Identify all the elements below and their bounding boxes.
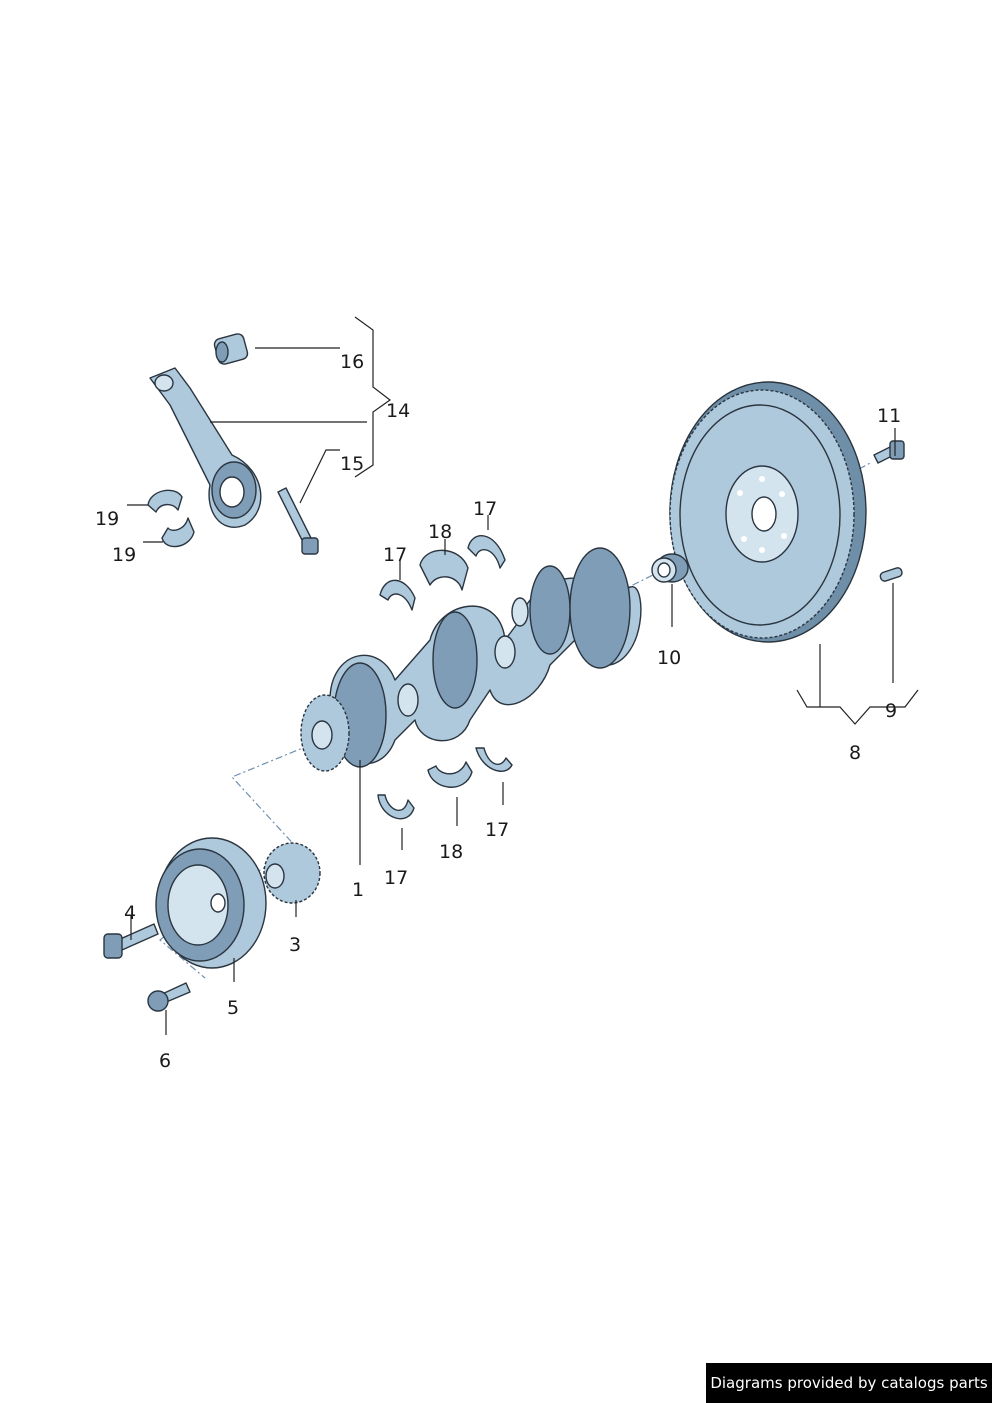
callout-labels: 1 3 4 5 6 8 9 10 11 14 15 16 17 17 17 17… (95, 351, 901, 1072)
callout-17-upper-left: 17 (383, 544, 407, 566)
crankshaft-sprocket (263, 842, 321, 904)
callout-11: 11 (877, 405, 901, 427)
callout-19-lower: 19 (112, 544, 136, 566)
crankshaft (329, 547, 642, 768)
callout-15: 15 (340, 453, 364, 475)
leader-lines (127, 316, 919, 1035)
callout-17-upper-right: 17 (473, 498, 497, 520)
vibration-damper-pulley (155, 837, 267, 969)
callout-3: 3 (289, 934, 301, 956)
callout-6: 6 (159, 1050, 171, 1072)
flywheel (669, 381, 867, 643)
callout-10: 10 (657, 647, 681, 669)
callout-8: 8 (849, 742, 861, 764)
pulley-bolt-short (147, 982, 191, 1012)
conrod-bolt (277, 487, 319, 555)
callout-19-upper: 19 (95, 508, 119, 530)
crankshaft-front-gear (300, 694, 350, 772)
lower-bearing-parts (377, 747, 513, 820)
upper-bearing-parts (379, 535, 506, 611)
conrod-bearing-shells (147, 489, 195, 548)
callout-1: 1 (352, 879, 364, 901)
callout-16: 16 (340, 351, 364, 373)
callout-17-lower-right: 17 (485, 819, 509, 841)
callout-5: 5 (227, 997, 239, 1019)
callout-14: 14 (386, 400, 410, 422)
callout-18-upper: 18 (428, 521, 452, 543)
connecting-rod (149, 367, 262, 528)
credit-banner: Diagrams provided by catalogs parts (706, 1363, 992, 1403)
flywheel-bolt (873, 440, 905, 464)
callout-4: 4 (124, 902, 136, 924)
callout-9: 9 (885, 700, 897, 722)
callout-18-lower: 18 (439, 841, 463, 863)
dowel-pin (879, 567, 903, 582)
pulley-bolt-long (103, 923, 159, 959)
callout-17-lower-left: 17 (384, 867, 408, 889)
small-end-bush (213, 333, 249, 365)
needle-bearing (651, 553, 689, 583)
